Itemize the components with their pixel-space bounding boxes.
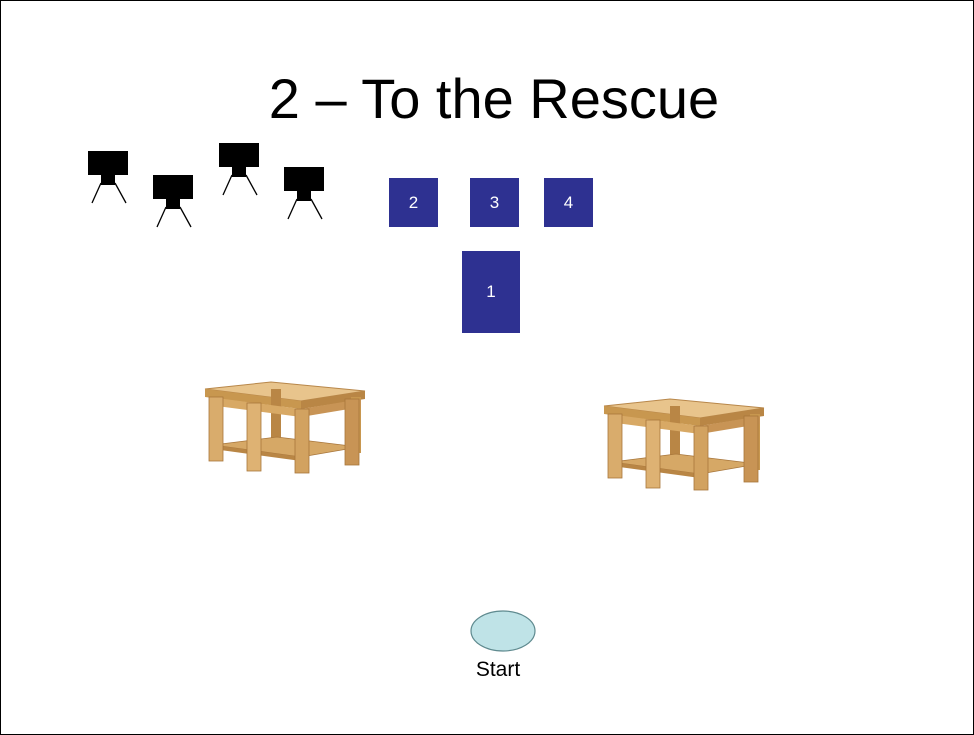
box-1[interactable]: 1: [462, 251, 520, 333]
stand-icon: [283, 167, 327, 221]
table-image: [600, 396, 766, 492]
start-label: Start: [467, 658, 529, 682]
table-image: [201, 379, 367, 475]
stand-icon: [87, 151, 131, 205]
stand-icon: [152, 175, 196, 229]
slide-title: 2 – To the Rescue: [1, 67, 974, 131]
box-2[interactable]: 2: [389, 178, 438, 227]
stand-icon: [218, 143, 262, 197]
start-ellipse[interactable]: [469, 609, 537, 653]
box-4[interactable]: 4: [544, 178, 593, 227]
box-3[interactable]: 3: [470, 178, 519, 227]
